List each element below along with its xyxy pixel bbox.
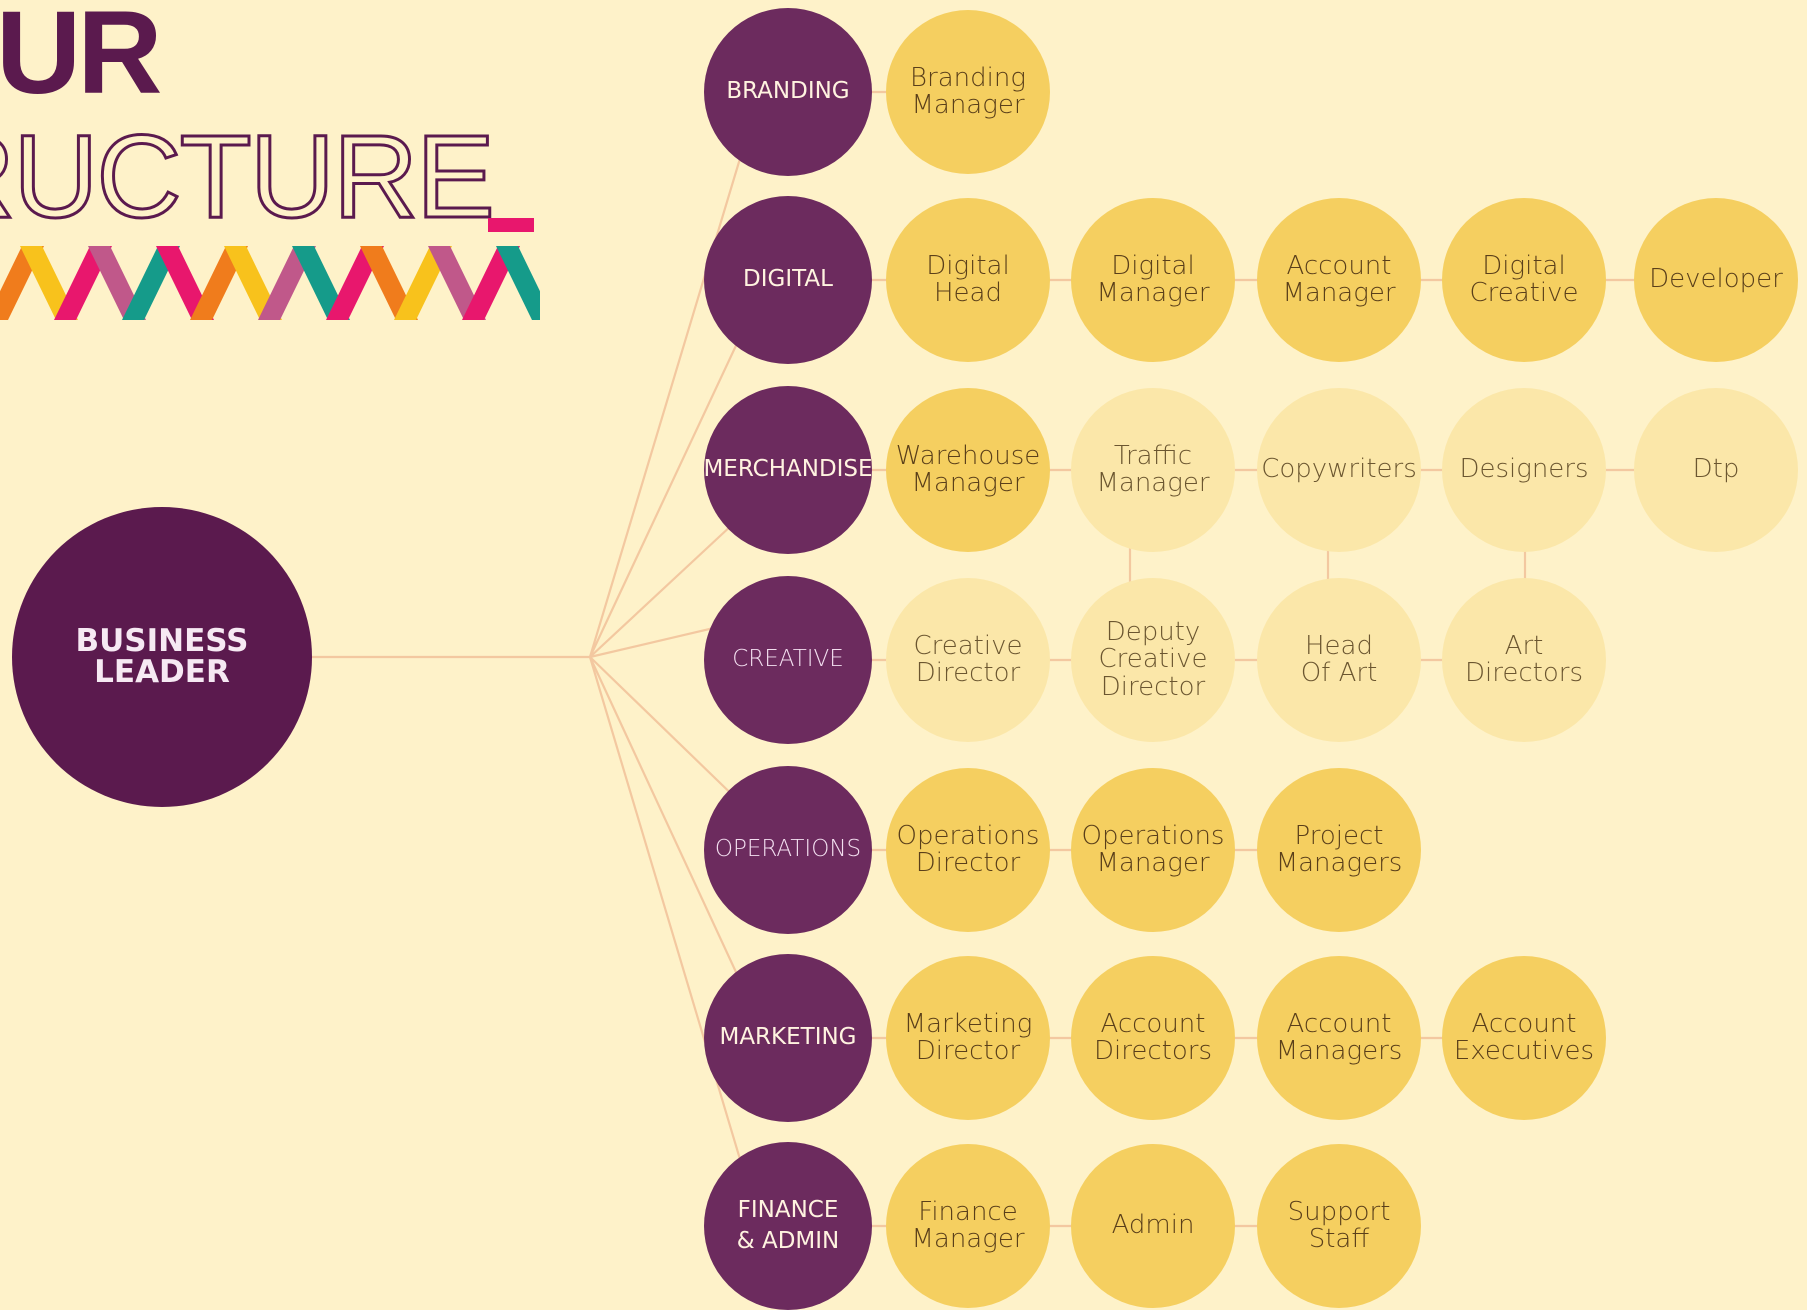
dept-node-marketing-label: MARKETING: [719, 1024, 857, 1051]
role-node-account-directors-label: Account Directors: [1094, 1008, 1212, 1066]
title-line-1: UR: [0, 0, 162, 119]
role-node-digital-head-label: Digital Head: [926, 250, 1010, 308]
role-node-account-executives: Account Executives: [1442, 956, 1606, 1120]
dept-node-finance-admin-label: FINANCE & ADMIN: [736, 1196, 840, 1254]
role-node-developer: Developer: [1634, 198, 1798, 362]
role-node-operations-manager: Operations Manager: [1071, 768, 1235, 932]
role-node-head-of-art-label: Head Of Art: [1300, 630, 1378, 688]
role-node-account-managers-label: Account Managers: [1275, 1008, 1403, 1066]
dept-link-finance-admin: [588, 656, 750, 1187]
role-node-account-executives-label: Account Executives: [1453, 1008, 1595, 1066]
dept-node-finance-admin: FINANCE & ADMIN: [704, 1142, 872, 1310]
role-node-traffic-manager: Traffic Manager: [1071, 388, 1235, 552]
role-node-warehouse-manager: Warehouse Manager: [886, 388, 1050, 552]
role-node-dtp: Dtp: [1634, 388, 1798, 552]
dept-link-branding: [588, 131, 750, 658]
role-node-operations-director-label: Operations Director: [896, 820, 1040, 878]
role-node-operations-manager-label: Operations Manager: [1081, 820, 1225, 878]
role-node-finance-manager: Finance Manager: [886, 1144, 1050, 1308]
role-node-account-manager: Account Manager: [1257, 198, 1421, 362]
stripe: [496, 246, 540, 320]
role-node-digital-head: Digital Head: [886, 198, 1050, 362]
dept-node-merchandise-label: MERCHANDISE: [703, 456, 873, 483]
dept-node-operations: OPERATIONS: [704, 766, 872, 934]
role-node-digital-manager: Digital Manager: [1071, 198, 1235, 362]
dept-node-operations-label: OPERATIONS: [714, 836, 862, 863]
role-node-digital-manager-label: Digital Manager: [1096, 250, 1210, 308]
role-node-creative-director: Creative Director: [886, 578, 1050, 742]
role-node-art-directors-label: Art Directors: [1465, 630, 1583, 688]
dept-link-digital: [589, 319, 749, 658]
role-node-account-manager-label: Account Manager: [1282, 250, 1396, 308]
role-node-digital-creative-label: Digital Creative: [1469, 250, 1579, 308]
dept-link-merchandise: [589, 509, 749, 658]
role-node-head-of-art: Head Of Art: [1257, 578, 1421, 742]
role-node-dtp-label: Dtp: [1692, 454, 1740, 485]
dept-node-marketing: MARKETING: [704, 954, 872, 1122]
role-node-account-directors: Account Directors: [1071, 956, 1235, 1120]
role-node-project-managers: Project Managers: [1257, 768, 1421, 932]
role-node-deputy-creative-director-label: Deputy Creative Director: [1098, 617, 1208, 702]
role-node-copywriters-label: Copywriters: [1261, 454, 1417, 485]
dept-node-digital-label: DIGITAL: [743, 266, 833, 293]
role-node-developer-label: Developer: [1649, 264, 1783, 295]
role-node-support-staff: Support Staff: [1257, 1144, 1421, 1308]
role-node-branding-manager-label: Branding Manager: [910, 62, 1026, 120]
role-node-copywriters: Copywriters: [1257, 388, 1421, 552]
dept-link-marketing: [589, 656, 749, 999]
role-node-designers: Designers: [1442, 388, 1606, 552]
role-node-admin-label: Admin: [1111, 1210, 1195, 1241]
role-node-operations-director: Operations Director: [886, 768, 1050, 932]
role-node-account-managers: Account Managers: [1257, 956, 1421, 1120]
dept-node-creative: CREATIVE: [704, 576, 872, 744]
role-node-creative-director-label: Creative Director: [913, 630, 1023, 688]
role-node-art-directors: Art Directors: [1442, 578, 1606, 742]
dept-link-operations: [589, 656, 749, 811]
role-node-warehouse-manager-label: Warehouse Manager: [895, 440, 1041, 498]
dept-node-digital: DIGITAL: [704, 196, 872, 364]
role-node-admin: Admin: [1071, 1144, 1235, 1308]
role-node-digital-creative: Digital Creative: [1442, 198, 1606, 362]
role-node-deputy-creative-director: Deputy Creative Director: [1071, 578, 1235, 742]
root-node-label: BUSINESS LEADER: [75, 623, 249, 690]
role-node-branding-manager: Branding Manager: [886, 10, 1050, 174]
decorative-stripes: [0, 246, 540, 320]
role-node-finance-manager-label: Finance Manager: [911, 1196, 1025, 1254]
dept-node-branding: BRANDING: [704, 8, 872, 176]
role-node-support-staff-label: Support Staff: [1287, 1196, 1391, 1254]
dept-node-merchandise: MERCHANDISE: [703, 386, 873, 554]
dept-node-branding-label: BRANDING: [726, 78, 850, 105]
role-node-traffic-manager-label: Traffic Manager: [1096, 440, 1210, 498]
title-underscore: [488, 218, 534, 232]
role-node-designers-label: Designers: [1459, 454, 1589, 485]
role-node-project-managers-label: Project Managers: [1275, 820, 1403, 878]
root-node: BUSINESS LEADER: [12, 507, 312, 807]
dept-node-creative-label: CREATIVE: [732, 646, 844, 673]
role-node-marketing-director: Marketing Director: [886, 956, 1050, 1120]
role-node-marketing-director-label: Marketing Director: [903, 1008, 1033, 1066]
